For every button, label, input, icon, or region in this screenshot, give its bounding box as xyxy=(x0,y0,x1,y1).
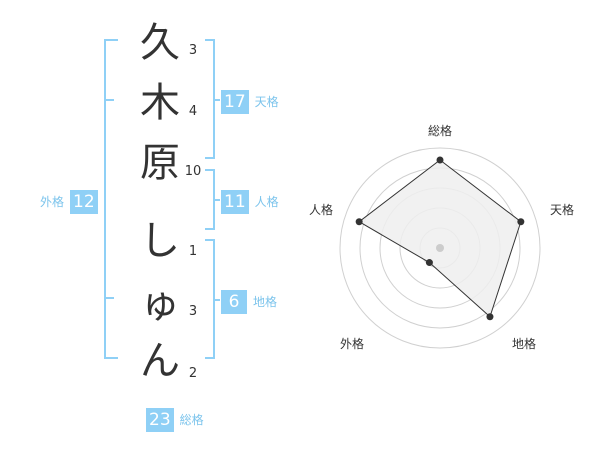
stroke-count: 1 xyxy=(188,244,198,259)
soukaku-score: 23 総格 xyxy=(146,408,204,432)
radar-label-tenkaku: 天格 xyxy=(550,203,575,217)
soukaku-label: 総格 xyxy=(179,413,204,427)
name-char: 久 xyxy=(140,20,180,66)
stroke-count: 3 xyxy=(188,304,198,319)
tenkaku-value: 17 xyxy=(221,90,249,114)
radar-label-soukaku: 総格 xyxy=(428,124,453,138)
soukaku-value: 23 xyxy=(146,408,174,432)
chikaku-label: 地格 xyxy=(253,295,278,309)
radar-label-chikaku: 地格 xyxy=(512,337,537,351)
radar-point-jinkaku xyxy=(355,218,363,226)
gaikaku-score: 外格 12 xyxy=(40,190,98,214)
name-char: し xyxy=(140,218,180,264)
name-char: 木 xyxy=(140,80,180,126)
radar-label-jinkaku: 人格 xyxy=(309,203,334,217)
name-char: 原 xyxy=(140,140,180,186)
radar-point-chikaku xyxy=(486,313,494,321)
radar-point-gaikaku xyxy=(425,259,433,267)
jinkaku-score: 11 人格 xyxy=(221,190,279,214)
stroke-count: 3 xyxy=(188,43,198,58)
chikaku-value: 6 xyxy=(221,290,247,314)
name-char: ゅ xyxy=(140,281,180,327)
jinkaku-label: 人格 xyxy=(254,195,279,209)
radar-polygon xyxy=(358,159,522,318)
tenkaku-score: 17 天格 xyxy=(221,90,279,114)
stroke-count: 4 xyxy=(188,104,198,119)
name-char: ん xyxy=(140,338,180,384)
stroke-count: 2 xyxy=(188,366,198,381)
jinkaku-value: 11 xyxy=(221,190,249,214)
radar-ring xyxy=(339,147,541,349)
tenkaku-label: 天格 xyxy=(254,95,279,109)
gaikaku-value: 12 xyxy=(70,190,98,214)
radar-point-tenkaku xyxy=(517,218,525,226)
radar-label-gaikaku: 外格 xyxy=(340,337,365,351)
stroke-count: 10 xyxy=(184,164,202,179)
radar-point-soukaku xyxy=(436,156,444,164)
gaikaku-label: 外格 xyxy=(40,195,65,209)
radar-center-dot xyxy=(436,244,444,252)
chikaku-score: 6 地格 xyxy=(221,290,277,314)
